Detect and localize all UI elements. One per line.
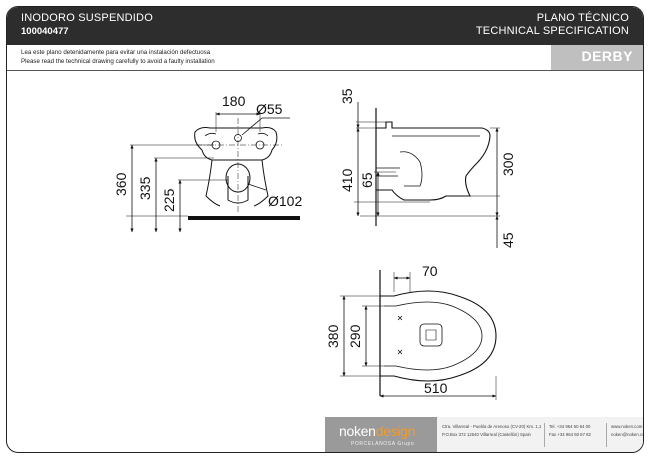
- dim-label-65: 65: [359, 172, 375, 188]
- bowl-body-outline: [205, 159, 269, 207]
- product-code: 100040477: [21, 26, 69, 37]
- header-bar: INODORO SUSPENDIDO 100040477 PLANO TÉCNI…: [7, 7, 643, 45]
- trap-outline: [399, 151, 423, 187]
- website: www.noken.com: [611, 424, 643, 429]
- dim-label-300: 300: [500, 152, 516, 176]
- dim-label-510: 510: [424, 380, 448, 396]
- company-phones: Tel. +34 964 50 64 00 Fax +34 964 50 67 …: [549, 423, 591, 439]
- fax: Fax +34 964 50 67 82: [549, 432, 591, 437]
- bowl-rim-detail: [204, 132, 269, 137]
- leader-55: [241, 117, 263, 136]
- brand-logo: nokendesign: [339, 423, 415, 439]
- logo-word-b: design: [375, 423, 416, 439]
- footer-divider: [544, 423, 545, 447]
- model-box: DERBY: [551, 45, 643, 70]
- side-view: [354, 102, 500, 248]
- spec-title-es: PLANO TÉCNICO: [536, 12, 629, 24]
- footer-divider: [606, 423, 607, 447]
- fixing-marks: [397, 315, 403, 355]
- logo-box: nokendesign PORCELANOSA Grupo: [325, 417, 437, 452]
- dim-label-dia55: Ø55: [256, 101, 283, 117]
- bowl-top-outline: [194, 127, 278, 161]
- company-address: Ctra. Villarreal - Puebla de Arenoso (CV…: [442, 423, 541, 439]
- dim-label-45: 45: [500, 232, 516, 248]
- product-type: INODORO SUSPENDIDO: [21, 12, 153, 24]
- outlet-pipe-side: [376, 167, 400, 177]
- email: noken@noken.com: [611, 432, 643, 437]
- bowl-side-outline: [376, 121, 491, 201]
- logo-subtitle: PORCELANOSA Grupo: [351, 441, 415, 447]
- dim-label-35: 35: [339, 88, 355, 104]
- floor-line: [188, 216, 300, 220]
- model-name: DERBY: [581, 48, 633, 64]
- dim-label-360: 360: [113, 172, 129, 196]
- dim-label-380: 380: [325, 324, 341, 348]
- notice-es: Lea este plano detenidamente para evitar…: [21, 49, 211, 56]
- drain-inner: [425, 329, 437, 341]
- dim-label-70: 70: [422, 263, 438, 279]
- bowl-top-view-outline: [379, 290, 497, 382]
- leader-102: [247, 183, 267, 191]
- notice-text: Lea este plano detenidamente para evitar…: [21, 48, 215, 66]
- top-view: [340, 270, 497, 400]
- company-web: www.noken.com noken@noken.com: [611, 423, 643, 439]
- dim-label-410: 410: [339, 168, 355, 192]
- header-left: INODORO SUSPENDIDO 100040477: [21, 12, 153, 39]
- address-line-2: P.O.Box 372 12540 Villarreal (Castellón)…: [442, 432, 531, 437]
- notice-bar: Lea este plano detenidamente para evitar…: [7, 45, 643, 71]
- notice-en: Please read the technical drawing carefu…: [21, 58, 215, 65]
- dim-label-dia102: Ø102: [268, 193, 302, 209]
- dim-label-225: 225: [161, 188, 177, 212]
- logo-word-a: noken: [339, 423, 376, 439]
- front-view: [126, 112, 300, 233]
- spec-title-en: TECHNICAL SPECIFICATION: [475, 25, 629, 37]
- dim-label-180: 180: [222, 93, 246, 109]
- header-right: PLANO TÉCNICO TECHNICAL SPECIFICATION: [476, 12, 629, 38]
- technical-sheet: INODORO SUSPENDIDO 100040477 PLANO TÉCNI…: [6, 6, 644, 453]
- footer: nokendesign PORCELANOSA Grupo Ctra. Vill…: [325, 417, 643, 452]
- seat-outline-top: [384, 301, 483, 371]
- drain-rect: [419, 323, 443, 347]
- dim-label-335: 335: [137, 176, 153, 200]
- dim-label-290: 290: [347, 324, 363, 348]
- address-line-1: Ctra. Villarreal - Puebla de Arenoso (CV…: [442, 424, 542, 429]
- telephone: Tel. +34 964 50 64 00: [549, 424, 591, 429]
